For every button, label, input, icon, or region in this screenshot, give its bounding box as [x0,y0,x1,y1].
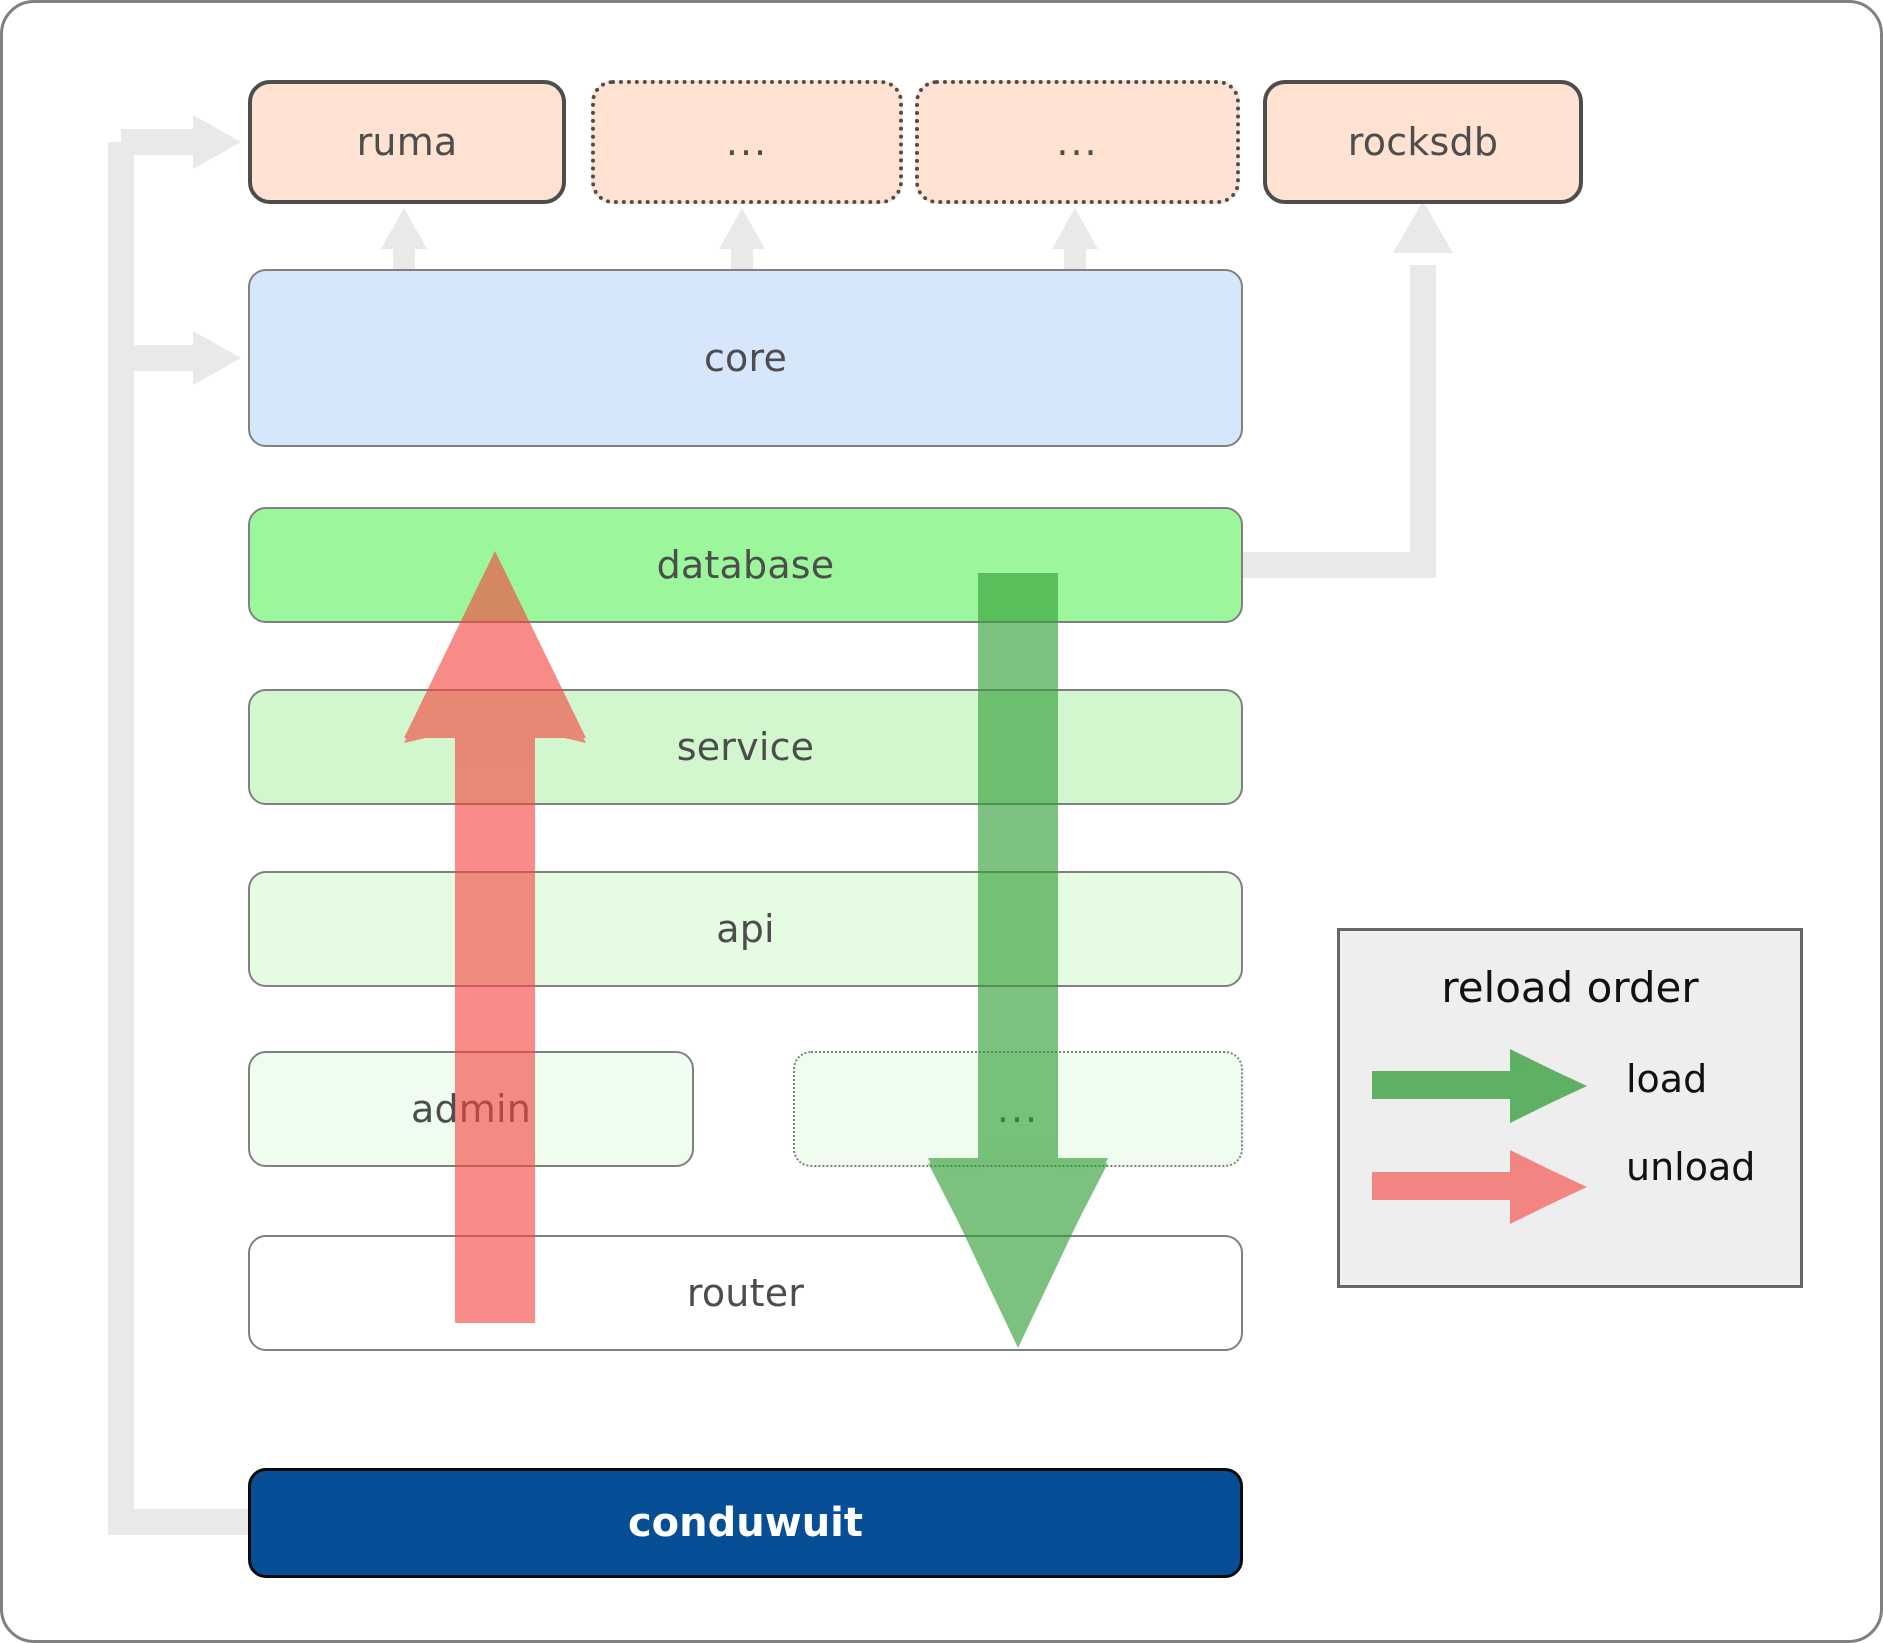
layer-label-router: router [686,1271,805,1315]
dep-box-ellipsis-1[interactable]: ... [591,80,903,204]
legend-label-load: load [1626,1057,1708,1101]
root-box-conduwuit[interactable]: conduwuit [248,1468,1243,1578]
layer-box-database[interactable]: database [248,507,1243,623]
legend-panel: reload order load unload [1337,928,1803,1288]
layer-label-core: core [703,336,788,380]
layer-label-api: api [716,907,775,951]
layer-box-admin[interactable]: admin [248,1051,694,1167]
dep-label-ellipsis-1: ... [725,119,769,164]
layer-box-core[interactable]: core [248,269,1243,447]
layer-box-ellipsis[interactable]: ... [793,1051,1243,1167]
layer-label-ellipsis: ... [996,1086,1040,1131]
layer-label-database: database [656,543,835,587]
connector-layer [108,115,1453,1535]
layer-label-admin: admin [410,1087,532,1131]
layer-box-service[interactable]: service [248,689,1243,805]
legend-title: reload order [1441,963,1699,1012]
dep-box-ruma[interactable]: ruma [248,80,566,204]
layer-box-router[interactable]: router [248,1235,1243,1351]
legend-unload-arrow-icon [1372,1150,1587,1224]
dep-label-ruma: ruma [356,120,458,164]
legend-load-arrow-icon [1372,1049,1587,1123]
root-label-conduwuit: conduwuit [627,1500,864,1546]
legend-arrows [1372,1049,1587,1224]
dep-label-ellipsis-2: ... [1056,119,1099,164]
dep-box-rocksdb[interactable]: rocksdb [1263,80,1583,204]
layer-label-service: service [676,725,815,769]
legend-label-unload: unload [1626,1145,1756,1189]
layer-box-api[interactable]: api [248,871,1243,987]
dep-label-rocksdb: rocksdb [1347,120,1499,164]
dep-box-ellipsis-2[interactable]: ... [915,80,1240,204]
flow-arrow-layer [404,551,1108,1348]
